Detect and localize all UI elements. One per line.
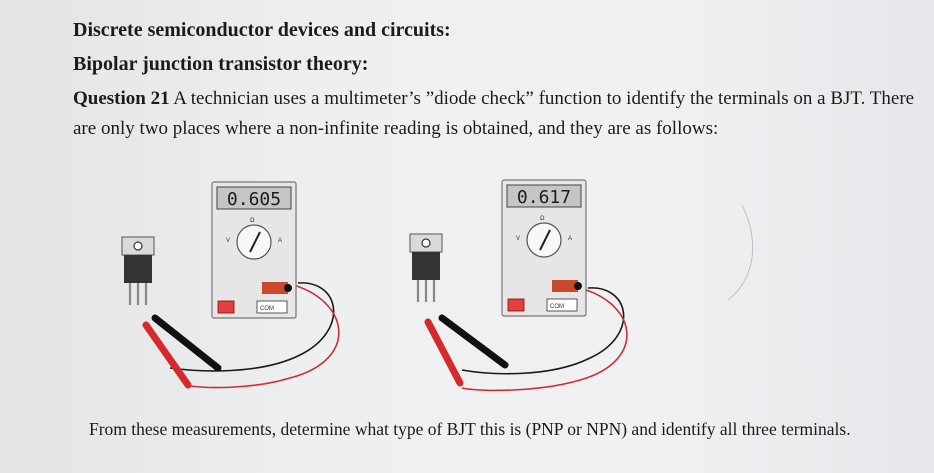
red-probe — [142, 321, 192, 389]
question-prompt: From these measurements, determine what … — [89, 419, 851, 439]
black-probe — [438, 314, 509, 369]
black-lead-wire — [169, 282, 335, 372]
heading-topic: Discrete semiconductor devices and circu… — [73, 19, 451, 41]
com-jack-2 — [546, 298, 578, 312]
svg-text:A: A — [278, 238, 282, 244]
red-jack-1 — [217, 300, 235, 314]
svg-text:V: V — [226, 238, 230, 244]
black-lead-wire — [461, 287, 625, 375]
question-paragraph: Question 21 A technician uses a multimet… — [73, 84, 918, 144]
red-lead-wire — [189, 283, 340, 389]
meter-reading-1: 0.605 — [227, 189, 281, 210]
bjt-transistor-2 — [409, 233, 443, 302]
setup-1: 0.605 V A Ω COM — [121, 181, 340, 389]
question-text: A technician uses a multimeter’s ”diode … — [73, 88, 915, 139]
red-jack-2 — [507, 298, 525, 312]
red-lead-wire — [461, 287, 628, 392]
page-curl — [727, 204, 754, 301]
setup-2: 0.617 V A Ω COM — [409, 179, 628, 392]
multimeter-1: 0.605 V A Ω COM — [211, 181, 297, 319]
black-probe — [151, 314, 222, 372]
svg-text:V: V — [516, 236, 520, 242]
svg-text:A: A — [568, 236, 572, 242]
display-2 — [506, 184, 582, 208]
com-label-1: COM — [260, 306, 274, 312]
svg-text:Ω: Ω — [540, 216, 545, 222]
question-label: Question 21 — [73, 88, 170, 109]
heading-subtopic: Bipolar junction transistor theory: — [73, 53, 369, 75]
meter-reading-2: 0.617 — [517, 187, 571, 208]
svg-text:Ω: Ω — [250, 218, 255, 224]
com-label-2: COM — [550, 304, 564, 310]
bjt-transistor-1 — [121, 236, 155, 305]
diode-jack-1 — [262, 282, 288, 294]
red-probe — [424, 318, 464, 387]
multimeter-2: 0.617 V A Ω COM — [501, 179, 587, 317]
display-1 — [216, 186, 292, 210]
com-jack-1 — [256, 300, 288, 314]
diode-jack-2 — [552, 280, 578, 292]
